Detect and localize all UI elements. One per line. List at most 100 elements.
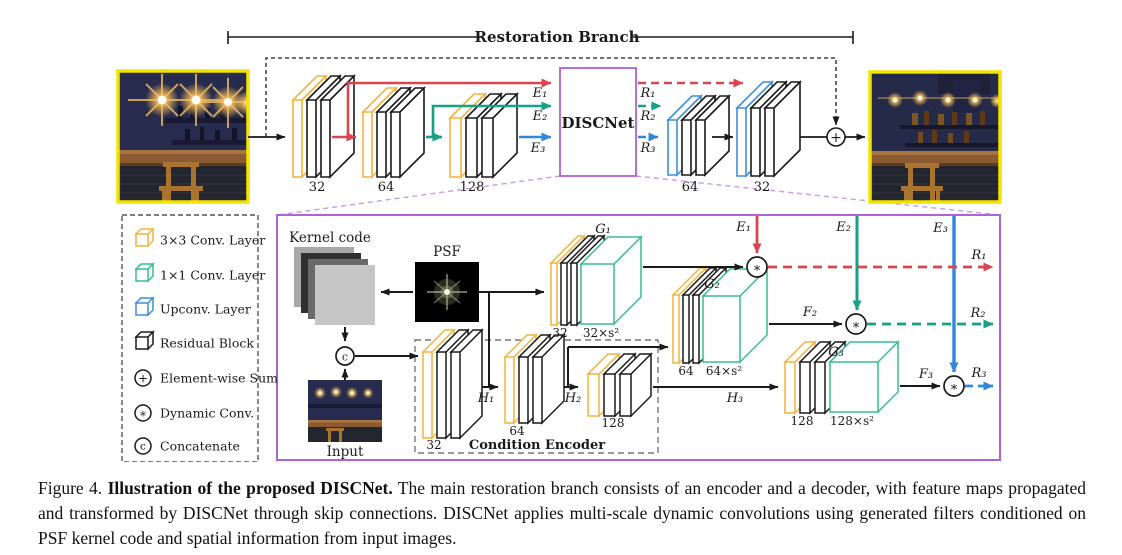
detail-skip-lines <box>752 216 994 391</box>
generator-block-g1 <box>549 234 643 327</box>
output-image <box>868 70 1002 204</box>
caption-body: The main restoration branch consists of … <box>38 478 1086 548</box>
f2-label: F₂ <box>802 305 817 320</box>
kernel-code-stack <box>294 247 375 325</box>
condition-block-32 <box>421 328 484 440</box>
g1-label: G₁ <box>595 222 611 237</box>
kernel-code-label: Kernel code <box>289 230 371 246</box>
figure-caption: Figure 4. Illustration of the proposed D… <box>38 476 1086 551</box>
dec-64-label: 64 <box>682 180 699 195</box>
e1-label: E₁ <box>532 86 548 101</box>
conv3x3-cube-icon <box>134 227 155 248</box>
restored-lights <box>887 90 1000 108</box>
dynamic-conv-symbol-3: ∗ <box>950 380 959 395</box>
g2-filter-label: 64×s² <box>706 364 742 378</box>
restoration-branch-bracket <box>227 31 854 44</box>
r3-label: R₃ <box>640 141 656 156</box>
top-row-connections <box>248 78 866 142</box>
g1-filter-label: 32×s² <box>583 326 619 340</box>
asterisk-circle-icon <box>134 404 152 422</box>
legend-item-sum: Element-wise Sum <box>160 371 278 386</box>
output-image-border <box>868 70 1002 204</box>
r1-label: R₁ <box>640 86 656 101</box>
encoder-block-128 <box>448 92 519 179</box>
c-circle-icon <box>134 437 152 455</box>
r1-detail-label: R₁ <box>971 248 987 263</box>
generator-block-g3 <box>783 340 900 415</box>
discnet-expansion-lines <box>276 175 1001 216</box>
chair-silhouette <box>901 163 943 202</box>
input-image <box>116 69 250 204</box>
g3-ch-label: 128 <box>791 414 814 428</box>
legend-item-residual: Residual Block <box>160 336 254 351</box>
concat-symbol: c <box>342 351 348 364</box>
dynamic-conv-symbol-2: ∗ <box>852 318 861 333</box>
e2-detail-label: E₂ <box>835 220 851 235</box>
legend-item-dynamic-conv: Dynamic Conv. <box>160 406 254 421</box>
concat-circle <box>335 346 355 366</box>
dynamic-conv-symbol-1: ∗ <box>753 261 762 276</box>
condition-block-64 <box>503 333 566 425</box>
flared-lights <box>128 74 248 128</box>
discnet-box <box>559 67 637 177</box>
conv1x1-cube-icon <box>134 262 155 283</box>
caption-prefix: Figure 4. <box>38 478 108 498</box>
cond-64-label: 64 <box>509 424 525 438</box>
detail-connections <box>341 263 941 391</box>
g3-label: G₃ <box>828 345 844 360</box>
g1-ch-label: 32 <box>552 326 567 340</box>
psf-image <box>415 262 479 322</box>
legend: + ∗ c 3×3 Conv. Layer 1×1 Conv. Layer Up… <box>134 227 278 455</box>
decoder-block-32 <box>735 80 802 178</box>
generator-block-g2 <box>671 266 769 365</box>
enc-64-label: 64 <box>378 180 395 195</box>
g3-filter-label: 128×s² <box>830 414 874 428</box>
encoder-block-32 <box>291 74 356 179</box>
sum-symbol: + <box>830 130 842 146</box>
dynamic-conv-circle-3 <box>943 375 965 397</box>
h1-label: H₁ <box>477 391 495 406</box>
element-wise-sum-circle <box>826 127 846 147</box>
legend-item-conv3x3: 3×3 Conv. Layer <box>160 233 265 248</box>
decoder-block-64 <box>666 94 731 177</box>
legend-dynamic-conv-symbol: ∗ <box>139 407 147 421</box>
dynamic-conv-circle-2 <box>845 313 867 335</box>
e2-label: E₂ <box>532 109 548 124</box>
condition-block-128 <box>586 352 653 418</box>
legend-box <box>121 214 259 462</box>
plus-circle-icon <box>134 369 152 387</box>
r2-label: R₂ <box>640 109 656 124</box>
h3-label: H₃ <box>726 391 744 406</box>
global-skip-connection <box>265 57 840 137</box>
discnet-architecture-diagram: Restoration Branch <box>116 28 1002 462</box>
dec-32-label: 32 <box>754 180 771 195</box>
psf-label: PSF <box>433 244 461 260</box>
enc-32-label: 32 <box>309 180 326 195</box>
condition-encoder-label: Condition Encoder <box>469 438 605 453</box>
g2-label: G₂ <box>704 277 720 292</box>
f3-label: F₃ <box>918 367 933 382</box>
upconv-cube-icon <box>134 296 155 317</box>
dynamic-conv-circle-1 <box>746 256 768 278</box>
legend-item-concatenate: Concatenate <box>160 439 240 454</box>
discnet-label: DISCNet <box>562 114 635 132</box>
g2-ch-label: 64 <box>678 364 694 378</box>
legend-sum-symbol: + <box>138 372 148 386</box>
e3-detail-label: E₃ <box>932 221 948 236</box>
e3-label: E₃ <box>530 141 546 156</box>
restoration-branch-label: Restoration Branch <box>474 28 639 46</box>
residual-cube-icon <box>134 330 155 351</box>
encoder-block-64 <box>361 86 426 179</box>
r3-detail-label: R₃ <box>971 366 987 381</box>
input-thumbnail <box>308 380 382 442</box>
cond-128-label: 128 <box>602 416 625 430</box>
input-thumbnail-label: Input <box>327 444 364 460</box>
legend-item-upconv: Upconv. Layer <box>160 302 251 317</box>
enc-128-label: 128 <box>460 180 485 195</box>
r2-detail-label: R₂ <box>970 306 986 321</box>
e1-detail-label: E₁ <box>735 220 751 235</box>
chair-silhouette <box>159 162 203 202</box>
caption-bold-title: Illustration of the proposed DISCNet. <box>107 478 393 498</box>
legend-item-conv1x1: 1×1 Conv. Layer <box>160 268 265 283</box>
